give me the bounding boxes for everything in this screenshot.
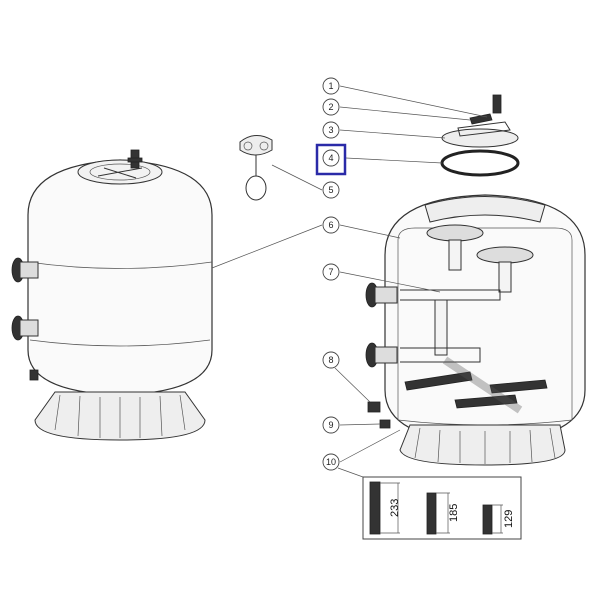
filter-cutaway <box>365 194 586 466</box>
callout-8: 8 <box>322 351 340 369</box>
svg-text:4: 4 <box>328 153 333 163</box>
pressure-gauge-bracket <box>239 135 273 201</box>
o-ring-gasket <box>440 149 520 177</box>
callout-6: 6 <box>322 216 340 234</box>
callout-7: 7 <box>322 263 340 281</box>
svg-text:2: 2 <box>328 102 333 112</box>
callout-1: 1 <box>322 77 340 95</box>
svg-text:1: 1 <box>328 81 333 91</box>
lateral-length-2: 185 <box>448 504 460 522</box>
callout-4: 4 <box>322 149 340 167</box>
assembled-filter-tank <box>11 149 213 441</box>
svg-text:6: 6 <box>328 220 333 230</box>
svg-text:3: 3 <box>328 125 333 135</box>
callout-4-highlight <box>315 143 347 176</box>
lateral-sizes-box: 233 185 129 <box>362 476 522 540</box>
svg-text:8: 8 <box>328 355 333 365</box>
svg-text:10: 10 <box>326 457 336 467</box>
leader-lines <box>211 85 488 478</box>
lid-assembly <box>441 94 519 148</box>
callout-9: 9 <box>322 416 340 434</box>
callout-2: 2 <box>322 98 340 116</box>
svg-text:7: 7 <box>328 267 333 277</box>
lateral-length-1: 233 <box>389 499 401 517</box>
svg-text:9: 9 <box>328 420 333 430</box>
svg-text:5: 5 <box>328 185 333 195</box>
lateral-length-3: 129 <box>503 510 515 528</box>
callout-3: 3 <box>322 121 340 139</box>
callout-10: 10 <box>322 453 340 471</box>
callout-5: 5 <box>322 181 340 199</box>
